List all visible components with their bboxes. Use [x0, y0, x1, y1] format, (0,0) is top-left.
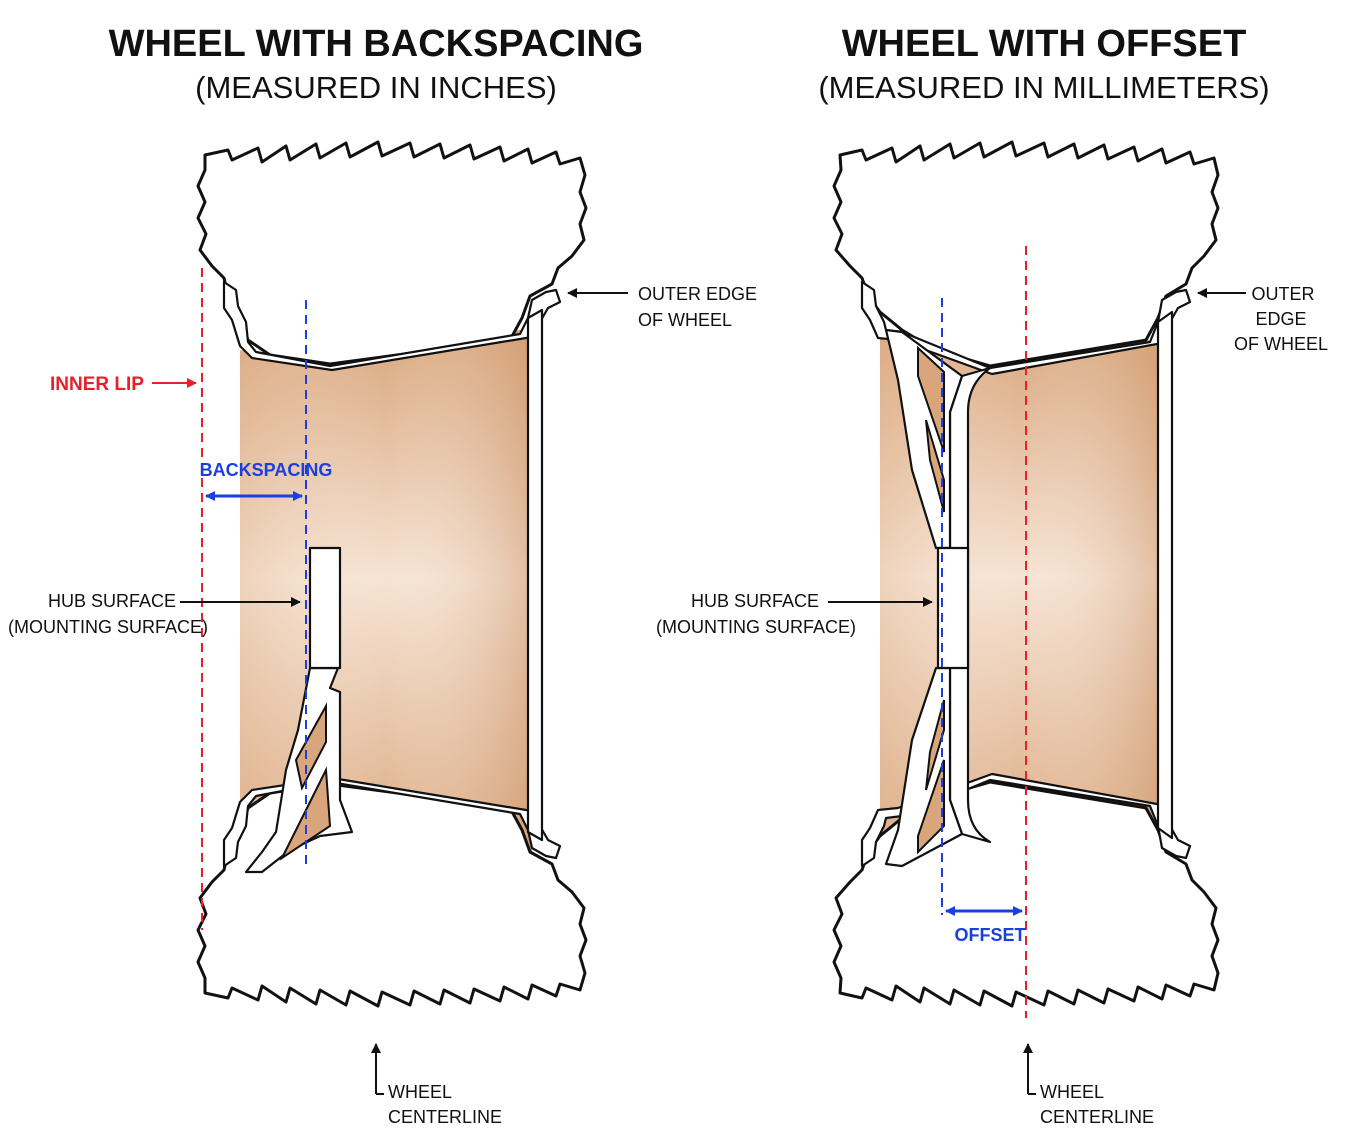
- left-hub-label-2: (MOUNTING SURFACE): [8, 617, 208, 637]
- left-subtitle: (MEASURED IN INCHES): [195, 70, 557, 105]
- left-hub-label-1: HUB SURFACE: [48, 591, 176, 611]
- right-upper-cutout-2: [925, 419, 945, 513]
- left-inner-lip-label: INNER LIP: [50, 374, 144, 395]
- right-outer-edge-label-3: OF WHEEL: [1234, 334, 1328, 354]
- right-hub-label-1: HUB SURFACE: [691, 591, 819, 611]
- right-centerline-label-1: WHEEL: [1040, 1082, 1104, 1102]
- right-hub-label-2: (MOUNTING SURFACE): [656, 617, 856, 637]
- right-title: WHEEL WITH OFFSET: [842, 23, 1247, 65]
- right-centerline-label-2: CENTERLINE: [1040, 1107, 1154, 1127]
- right-offset-label: OFFSET: [955, 925, 1026, 945]
- left-centerline-label-2: CENTERLINE: [388, 1107, 502, 1127]
- right-wheel: OFFSET HUB SURFACE (MOUNTING SURFACE) OU…: [656, 140, 1328, 1127]
- left-outer-face: [526, 308, 544, 842]
- left-spoke-cutout-1: [294, 702, 327, 791]
- right-outer-face: [1156, 310, 1174, 840]
- left-hub-block: [308, 546, 342, 670]
- left-title: WHEEL WITH BACKSPACING: [109, 23, 644, 65]
- left-outer-edge-label-2: OF WHEEL: [638, 310, 732, 330]
- right-lower-cutout-2: [925, 699, 945, 791]
- left-outer-edge-label-1: OUTER EDGE: [638, 284, 757, 304]
- left-backspacing-label: BACKSPACING: [200, 460, 333, 480]
- right-hub-web: [948, 366, 992, 844]
- left-centerline-label-1: WHEEL: [388, 1082, 452, 1102]
- left-wheel: BACKSPACING INNER LIP HUB SURFACE (MOUNT…: [8, 140, 757, 1127]
- left-rim-top: [222, 280, 562, 372]
- right-subtitle: (MEASURED IN MILLIMETERS): [818, 70, 1269, 105]
- right-outer-edge-label-1: OUTER: [1252, 284, 1315, 304]
- right-outer-edge-label-2: EDGE: [1255, 309, 1306, 329]
- right-lower-cutout-1: [917, 759, 945, 855]
- right-upper-cutout-1: [917, 345, 945, 453]
- left-rim-bottom: [222, 776, 562, 868]
